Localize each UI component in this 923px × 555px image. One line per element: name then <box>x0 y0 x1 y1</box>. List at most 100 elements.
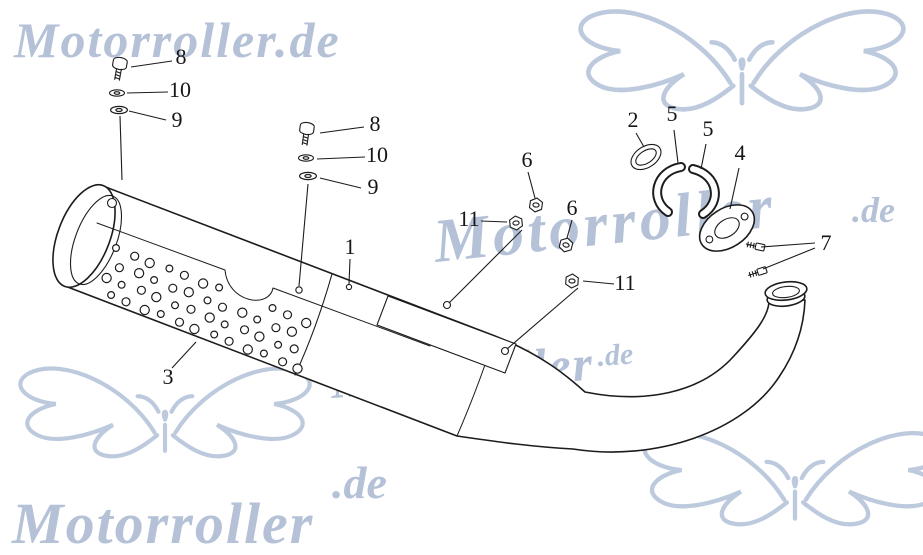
clamp-halves <box>652 162 720 219</box>
watermark-brand-bottom-left: Motorroller <box>11 491 314 555</box>
shield-hole <box>210 330 219 339</box>
leader-10b <box>316 156 366 160</box>
shield-hole <box>156 310 165 319</box>
callout-label-9b: 9 <box>368 174 379 199</box>
watermark-brand-top-left: Motorroller.de <box>13 12 341 68</box>
leader-6b <box>566 219 573 239</box>
leader-3 <box>171 341 197 369</box>
shield-hole <box>130 251 140 261</box>
shield-hole <box>174 317 185 327</box>
flange-bore <box>714 217 740 239</box>
callout-label-4: 4 <box>735 140 746 165</box>
shield-hole <box>215 283 224 292</box>
pipe-opening <box>772 285 800 299</box>
mounting-bracket <box>376 295 517 374</box>
callout-label-10a: 10 <box>169 77 191 102</box>
shield-hole <box>239 325 250 335</box>
shield-hole <box>165 264 174 273</box>
callout-labels: 8 10 9 8 10 9 1 3 2 5 5 4 6 11 6 11 7 <box>163 44 832 389</box>
gasket-ring <box>630 143 662 171</box>
leader-6a <box>527 171 536 199</box>
screw-part-8b <box>297 121 316 147</box>
shield-hole <box>237 307 248 318</box>
leader-8a <box>130 60 173 68</box>
clamp-half-right-face <box>690 166 718 217</box>
leader-10a <box>126 91 169 94</box>
wing-logo-top-right-icon <box>581 11 904 109</box>
bracket-stud-left <box>442 300 452 310</box>
shield-hole <box>107 291 116 300</box>
callout-label-3: 3 <box>163 364 174 389</box>
shield-hole <box>278 357 288 367</box>
callout-label-5a: 5 <box>667 101 678 126</box>
leader-1 <box>348 258 351 285</box>
washer-part-9b <box>298 171 318 181</box>
leader-5a <box>673 129 679 164</box>
body-rivet <box>345 283 353 291</box>
washer-part-9a <box>109 105 129 115</box>
shield-hole <box>136 285 146 295</box>
exhaust-assembly <box>52 183 808 453</box>
callout-label-11b: 11 <box>614 270 635 295</box>
shield-hole <box>117 280 126 289</box>
leader-11a-to-bracket <box>448 229 523 304</box>
shield-hole <box>114 263 125 273</box>
bracket-stud-right <box>500 346 510 356</box>
watermark-de-middle: .de <box>852 190 895 230</box>
shield-hole <box>289 344 299 354</box>
flange-hole-right <box>740 212 749 221</box>
hex-nut-11b <box>564 273 580 289</box>
clamp-half-left-face <box>654 164 684 215</box>
shield-hole <box>259 349 268 358</box>
fastener-parts <box>108 55 768 289</box>
leader-9a-to-body <box>119 115 123 181</box>
shield-hole <box>179 270 189 280</box>
leader-5b <box>700 143 707 170</box>
shield-hole <box>186 304 196 314</box>
muffler-end-cap <box>52 183 116 289</box>
leader-7-lower <box>762 247 816 270</box>
heat-shield-holes <box>101 244 312 374</box>
shield-screw <box>295 286 303 294</box>
shield-hole <box>133 268 145 279</box>
shield-hole <box>220 320 229 329</box>
callout-label-11a: 11 <box>458 206 479 231</box>
shield-hole <box>242 344 253 355</box>
shield-hole <box>111 244 120 253</box>
callout-label-9a: 9 <box>172 107 183 132</box>
callout-label-6a: 6 <box>522 147 533 172</box>
leader-11b <box>582 280 615 285</box>
shield-hole <box>144 257 155 269</box>
wing-logo-bottom-right-icon <box>645 433 923 524</box>
callout-label-5b: 5 <box>703 116 714 141</box>
washer-part-10b <box>297 154 315 162</box>
shield-hole <box>268 304 277 313</box>
callout-label-6b: 6 <box>567 195 578 220</box>
callout-leader-lines <box>119 60 816 369</box>
watermark-de-bottom: .de <box>332 457 387 508</box>
leader-9b-to-body <box>298 183 309 287</box>
leader-4 <box>729 167 740 210</box>
shield-hole <box>282 310 293 320</box>
shield-hole <box>204 312 215 323</box>
leader-11b-to-bracket <box>506 287 579 350</box>
exhaust-flange <box>698 204 756 252</box>
shield-hole <box>254 331 265 342</box>
shield-hole <box>271 323 281 333</box>
shield-hole <box>151 291 162 303</box>
leader-7-upper <box>760 242 816 248</box>
shield-hole <box>292 363 303 374</box>
shield-hole <box>203 296 212 305</box>
shield-hole <box>189 323 200 335</box>
shield-hole <box>301 317 312 329</box>
leader-9a <box>128 110 167 121</box>
shield-hole <box>101 272 112 284</box>
shield-hole <box>217 302 228 312</box>
shield-hole <box>168 283 178 293</box>
shield-hole <box>253 315 262 324</box>
shield-hole <box>121 297 131 307</box>
leader-2 <box>635 132 645 148</box>
heat-shield-top-edge <box>96 222 431 347</box>
